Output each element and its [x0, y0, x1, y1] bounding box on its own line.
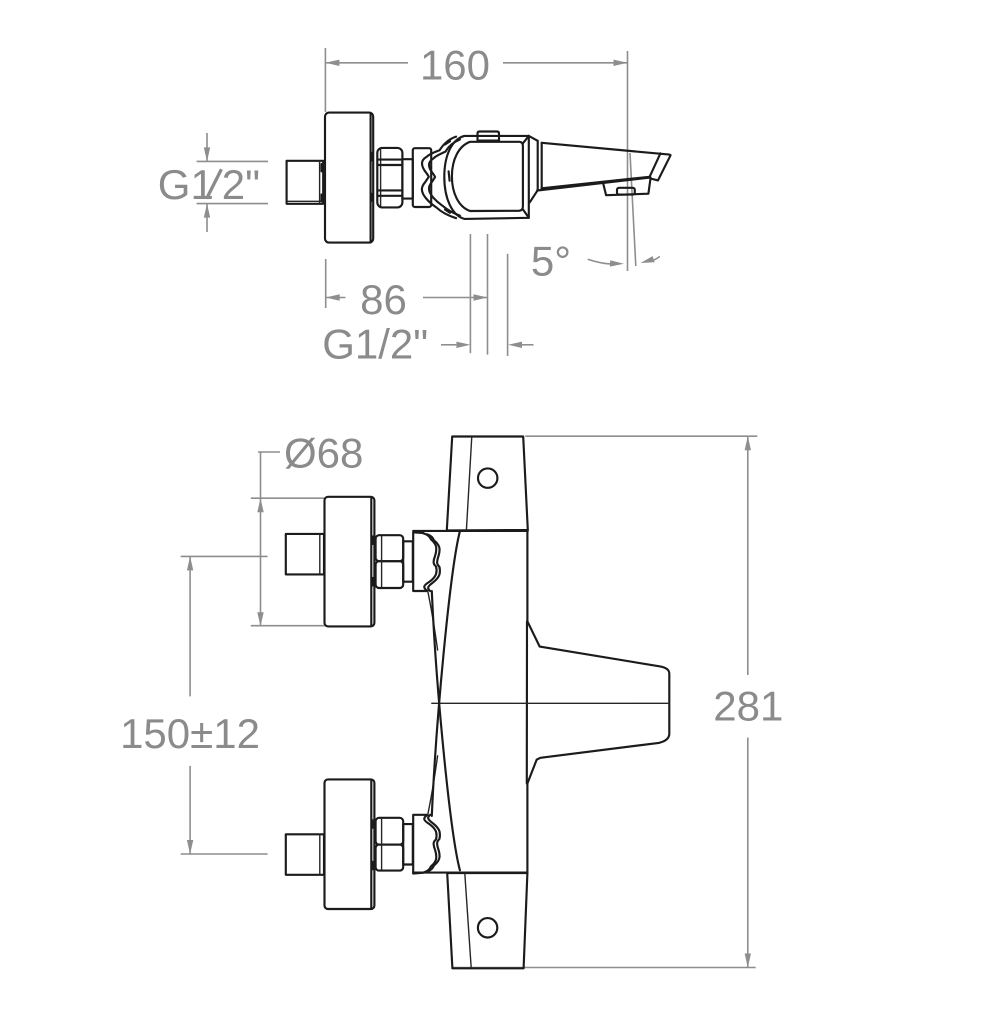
- svg-text:Ø68: Ø68: [284, 430, 363, 477]
- svg-text:5°: 5°: [531, 238, 571, 285]
- svg-text:150±12: 150±12: [120, 710, 260, 757]
- svg-text:2": 2": [222, 161, 260, 208]
- svg-text:281: 281: [713, 683, 783, 730]
- svg-text:G1: G1: [158, 161, 214, 208]
- svg-text:160: 160: [420, 42, 490, 89]
- svg-text:86: 86: [360, 276, 407, 323]
- svg-text:G1/2": G1/2": [322, 321, 428, 368]
